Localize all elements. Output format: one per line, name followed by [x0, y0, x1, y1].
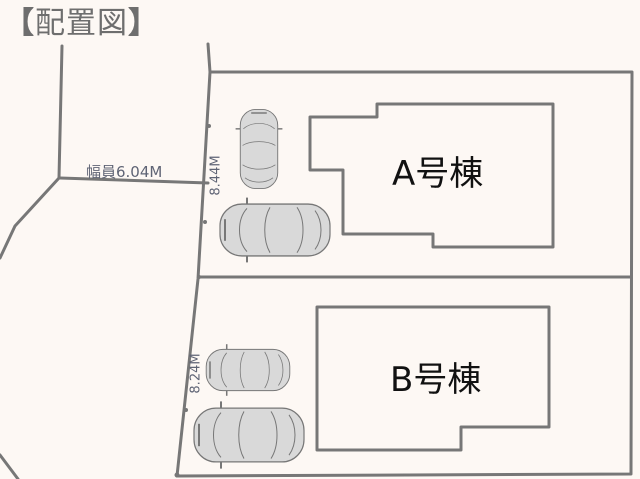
car-b-large [192, 400, 306, 470]
car-a-vertical [234, 108, 284, 190]
lot-boundary-top [175, 70, 634, 478]
building-a-outline [308, 102, 555, 249]
lot-a-frontage-label: 8.44M [208, 155, 224, 196]
building-b-label: B号棟 [390, 360, 482, 400]
title-bracket-open: 【 [4, 6, 35, 41]
title-bracket-close: 】 [128, 6, 159, 41]
building-b-outline [315, 305, 551, 452]
building-a-label: A号棟 [392, 154, 484, 194]
car-a-horizontal [218, 196, 332, 264]
page-title: 【配置図】 [4, 4, 159, 44]
lot-frontage-line [175, 42, 212, 478]
road-width-label: 幅員6.04M [86, 163, 163, 181]
lot-b-frontage-label: 8.24M [188, 353, 204, 394]
title-text: 配置図 [35, 6, 128, 41]
car-b-small [205, 343, 291, 397]
road-edge-bottom-left [0, 453, 20, 479]
road-edge-left [0, 44, 64, 260]
road-width-dimension-line [58, 176, 210, 185]
